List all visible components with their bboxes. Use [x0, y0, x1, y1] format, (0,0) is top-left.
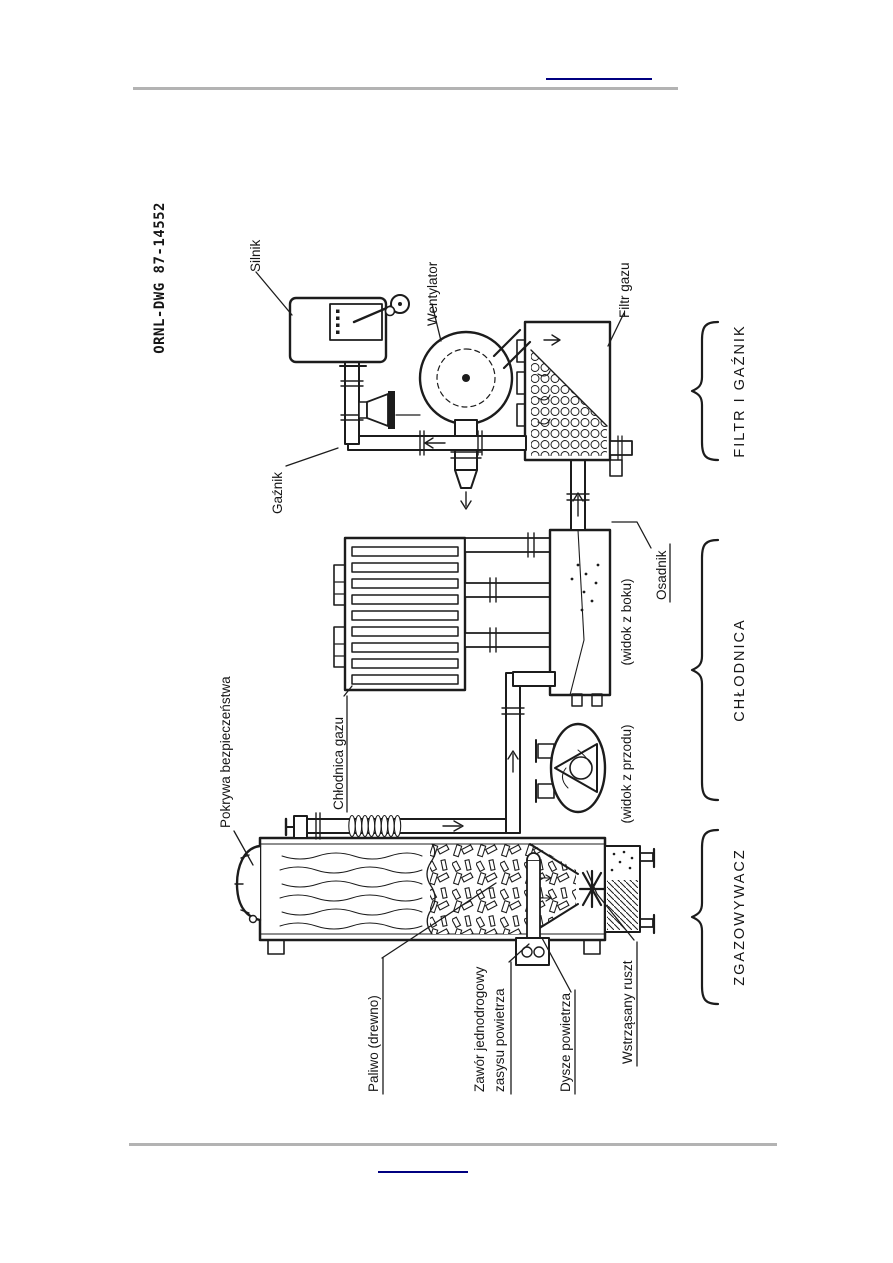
label-safety-lid: Pokrywa bezpieczeństwa [218, 676, 233, 828]
label-shaker-grate: Wstrząsany ruszt [620, 960, 635, 1064]
carburetor-drawing [340, 359, 527, 456]
label-gas-cooler: Chłodnica gazu [331, 717, 346, 810]
top-rule [133, 87, 678, 90]
gas-pipe-cooler-to-filter [566, 459, 590, 531]
label-air-valve-line2: zasysu powietrza [492, 988, 507, 1092]
bottom-link[interactable] [378, 1171, 468, 1173]
label-gas-filter: Filtr gazu [617, 262, 632, 318]
engine-drawing [288, 294, 410, 367]
fan-drawing [418, 328, 532, 510]
top-link[interactable] [546, 78, 652, 80]
settler-front-view-drawing [535, 722, 607, 814]
wood-gasifier-diagram: ORNL-DWG 87-14552 Silnik Wentylator Filt… [140, 190, 790, 1110]
section-label-filter-carburetor: FILTR I GAŹNIK [731, 324, 748, 457]
label-fan: Wentylator [425, 261, 440, 326]
gas-pipe-gasifier-to-cooler [284, 671, 556, 840]
gas-filter-drawing [516, 320, 633, 477]
label-engine: Silnik [248, 239, 263, 272]
section-braces [690, 320, 720, 1006]
label-air-valve-line1: Zawór jednodrogowy [472, 966, 487, 1092]
section-label-gasifier: ZGAZOWYWACZ [732, 848, 748, 985]
diagram-canvas: ORNL-DWG 87-14552 Silnik Wentylator Filt… [152, 202, 748, 1095]
caption-side-view: (widok z boku) [619, 578, 634, 665]
label-carburetor: Gaźnik [270, 472, 285, 514]
caption-front-view: (widok z przodu) [619, 724, 634, 823]
section-label-cooler: CHŁODNICA [732, 618, 748, 721]
label-settling-tank: Osadnik [654, 550, 669, 600]
leader-lines [233, 271, 671, 1095]
bottom-rule [129, 1143, 777, 1146]
label-air-nozzles: Dysze powietrza [558, 992, 573, 1092]
gas-cooler-drawing [333, 528, 612, 707]
drawing-number: ORNL-DWG 87-14552 [152, 202, 168, 354]
gasifier-drawing [234, 836, 656, 966]
label-fuel-wood: Paliwo (drewno) [366, 995, 381, 1092]
